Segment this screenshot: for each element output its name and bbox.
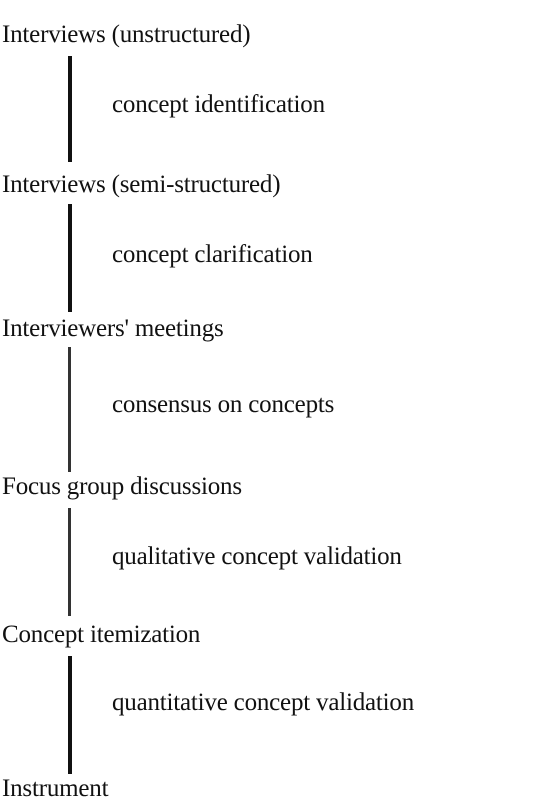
connector-line	[68, 347, 71, 472]
transition-concept-identification: concept identification	[112, 91, 325, 118]
step-instrument: Instrument	[2, 775, 109, 802]
transition-consensus-on-concepts: consensus on concepts	[112, 391, 335, 418]
step-focus-group-discussions: Focus group discussions	[2, 473, 242, 500]
connector-line	[68, 56, 72, 162]
step-concept-itemization: Concept itemization	[2, 621, 201, 648]
connector-line	[68, 204, 72, 312]
step-interviews-semi-structured: Interviews (semi-structured)	[2, 171, 281, 198]
connector-line	[68, 656, 72, 774]
transition-qualitative-concept-validation: qualitative concept validation	[112, 543, 402, 570]
transition-quantitative-concept-validation: quantitative concept validation	[112, 689, 415, 716]
step-interviews-unstructured: Interviews (unstructured)	[2, 21, 251, 48]
connector-line	[68, 508, 71, 616]
step-interviewers-meetings: Interviewers' meetings	[2, 315, 224, 342]
transition-concept-clarification: concept clarification	[112, 241, 313, 268]
